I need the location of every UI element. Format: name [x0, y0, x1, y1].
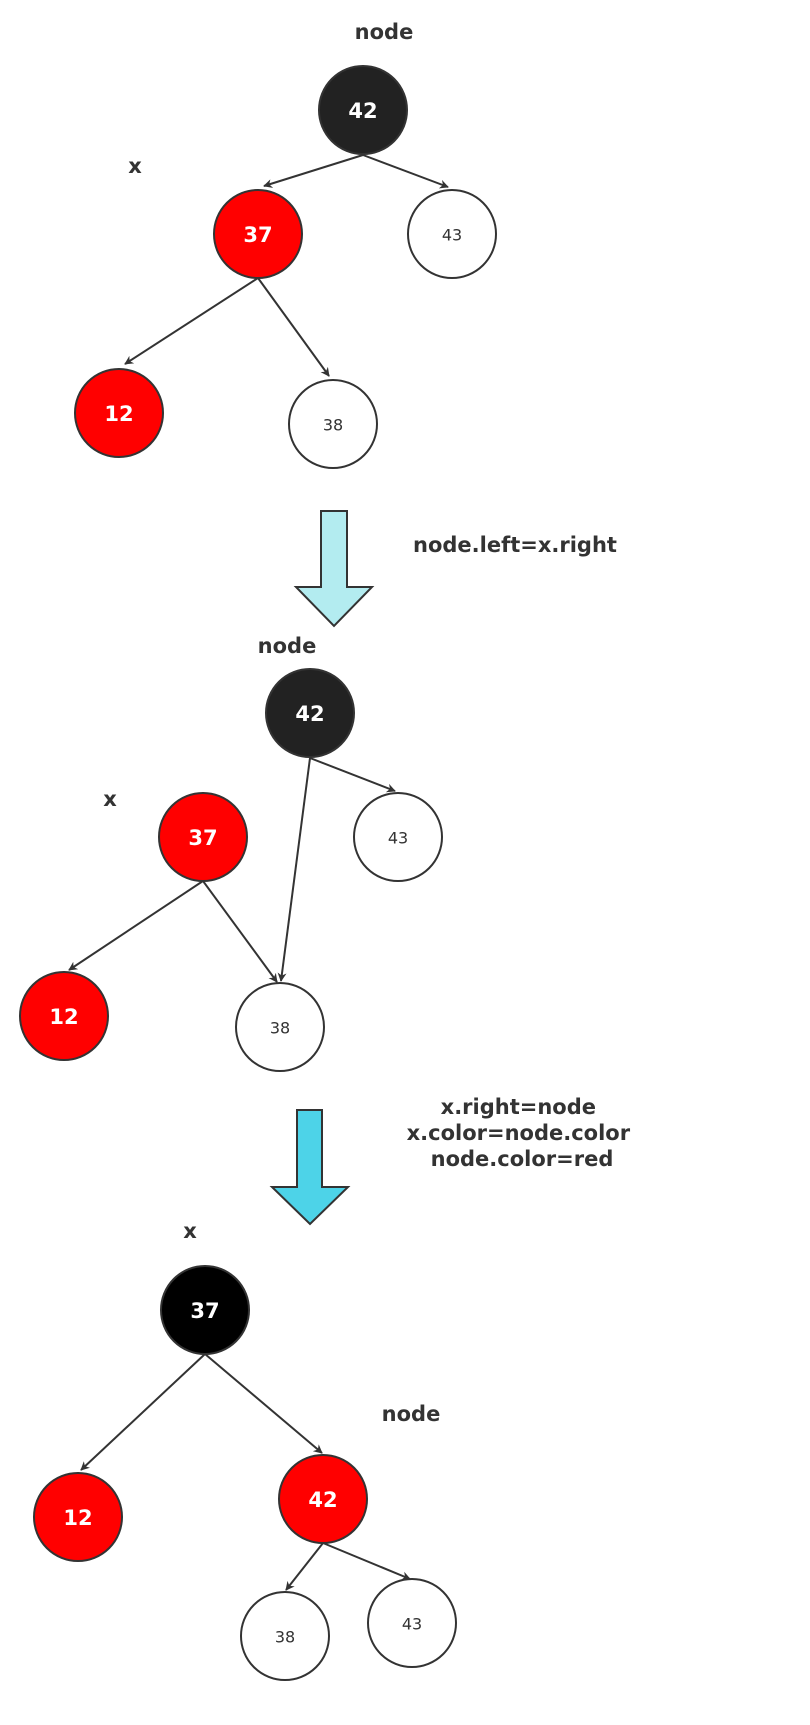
node-value: 37 [243, 223, 272, 247]
stage-1-node-43: 43 [407, 189, 497, 279]
node-value: 12 [63, 1506, 92, 1530]
caption-line: node.color=red [431, 1147, 614, 1171]
stage-1-tree: 42 37 43 12 38 node x [74, 20, 497, 469]
stage-2-tree: 42 37 43 12 38 node x [19, 634, 443, 1072]
stage-1-x-label: x [128, 154, 142, 178]
stage-3-x-label: x [183, 1219, 197, 1243]
down-arrow-icon [269, 1109, 351, 1226]
step-1-caption: node.left=x.right [413, 533, 617, 557]
step-1-arrow: node.left=x.right [293, 510, 617, 628]
node-value: 12 [104, 402, 133, 426]
stage-3-node-37: 37 [160, 1265, 250, 1355]
edge-37-42 [204, 1353, 323, 1454]
edge-37-38 [257, 277, 330, 377]
node-value: 43 [402, 1615, 422, 1634]
node-value: 42 [348, 99, 377, 123]
step-2-arrow: x.right=node x.color=node.color node.col… [269, 1095, 638, 1226]
stage-3-edges [80, 1353, 411, 1591]
edge-37-12 [68, 880, 204, 971]
stage-3-node-label: node [382, 1402, 441, 1426]
stage-1-edges [124, 154, 449, 377]
node-value: 38 [275, 1628, 295, 1647]
node-value: 43 [442, 226, 462, 245]
stage-3-node-42: 42 [278, 1454, 368, 1544]
down-arrow-icon [293, 510, 375, 628]
stage-3-node-38: 38 [240, 1591, 330, 1681]
stage-1-node-38: 38 [288, 379, 378, 469]
node-value: 38 [270, 1019, 290, 1038]
stage-1-node-12: 12 [74, 368, 164, 458]
node-value: 42 [308, 1488, 337, 1512]
stage-2-node-38: 38 [235, 982, 325, 1072]
stage-2-edges [68, 757, 396, 983]
node-value: 38 [323, 416, 343, 435]
edge-42-38 [285, 1542, 324, 1591]
caption-line: x.right=node [441, 1095, 596, 1119]
edge-42-38 [277, 757, 311, 982]
caption-line: x.color=node.color [407, 1121, 631, 1145]
stage-2-x-label: x [103, 787, 117, 811]
stage-3-node-43: 43 [367, 1578, 457, 1668]
step-2-caption: x.right=node x.color=node.color node.col… [407, 1095, 638, 1171]
stage-3-tree: 37 12 42 38 43 x node [33, 1219, 457, 1681]
node-value: 37 [190, 1299, 219, 1323]
edge-42-43 [322, 1542, 411, 1581]
node-value: 42 [295, 702, 324, 726]
edge-37-12 [124, 277, 259, 365]
edge-42-43 [309, 757, 396, 793]
stage-2-node-12: 12 [19, 971, 109, 1061]
edge-42-37 [263, 154, 364, 188]
stage-1-node-label: node [355, 20, 414, 44]
edge-37-38 [202, 880, 278, 983]
edge-37-12 [80, 1353, 206, 1471]
stage-2-node-37: 37 [158, 792, 248, 882]
node-value: 43 [388, 829, 408, 848]
stage-3-node-12: 12 [33, 1472, 123, 1562]
stage-1-node-37: 37 [213, 189, 303, 279]
stage-2-node-label: node [258, 634, 317, 658]
caption-line: node.left=x.right [413, 533, 617, 557]
stage-2-node-43: 43 [353, 792, 443, 882]
edge-42-43 [362, 154, 449, 189]
node-value: 12 [49, 1005, 78, 1029]
stage-1-node-42: 42 [318, 65, 408, 155]
stage-2-node-42: 42 [265, 668, 355, 758]
node-value: 37 [188, 826, 217, 850]
